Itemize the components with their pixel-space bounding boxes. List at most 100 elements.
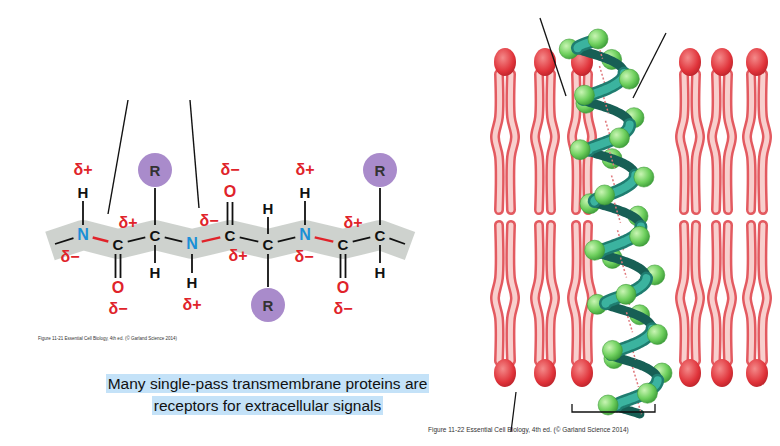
lipid-tail (550, 225, 555, 361)
side-chain (609, 128, 629, 148)
atom-symbol: C (338, 237, 349, 252)
lipid-bilayer (494, 48, 768, 387)
partial-charge: δ+ (182, 297, 201, 313)
bracket (572, 404, 655, 412)
side-chain (588, 29, 608, 49)
partial-charge: δ+ (118, 215, 137, 231)
hydrogen-bond (627, 312, 633, 332)
atom-symbol: C (225, 228, 236, 243)
partial-charge: δ+ (343, 215, 362, 231)
lipid-head (711, 48, 733, 76)
side-chain (634, 167, 654, 187)
lipid-tail (695, 74, 700, 210)
lipid-tail (762, 74, 767, 210)
bond (278, 237, 296, 241)
atom-symbol: C (113, 237, 124, 252)
partial-charge: δ− (333, 301, 352, 317)
lipid-tail (680, 74, 685, 210)
side-chain (595, 185, 615, 205)
lipid-tail (535, 74, 540, 210)
leader-line (633, 33, 666, 98)
atom-symbol: H (187, 275, 198, 290)
double-bond (120, 254, 122, 278)
double-bond (340, 254, 342, 278)
bond (379, 245, 381, 263)
side-chain (619, 69, 639, 89)
atom-symbol: N (299, 227, 311, 243)
bond (353, 237, 371, 241)
partial-charge: δ− (294, 249, 313, 265)
lipid-tail (680, 225, 685, 361)
atom-symbol: H (263, 201, 274, 216)
bond (154, 188, 156, 225)
lipid-tail (510, 225, 515, 361)
lipid-tail (762, 74, 767, 210)
r-group-circle: R (251, 288, 285, 322)
bond (191, 254, 193, 273)
lipid-tail (762, 225, 767, 361)
atom-symbol: O (337, 280, 349, 296)
helix-ribbon (617, 380, 658, 406)
atom-symbol: H (150, 265, 161, 280)
partial-charge: δ+ (73, 162, 92, 178)
bond (202, 237, 221, 241)
atom-symbol: N (77, 227, 89, 243)
lipid-tail (712, 225, 717, 361)
lipid-tail (550, 74, 555, 210)
lipid-tail (727, 74, 732, 210)
partial-charge: δ− (108, 301, 127, 317)
side-chain (602, 340, 622, 360)
partial-charge: δ+ (295, 162, 314, 178)
lipid-head (746, 48, 768, 76)
leader-line (540, 18, 566, 96)
bond (267, 254, 269, 287)
lipid-tail (680, 74, 685, 210)
bond (379, 188, 381, 225)
r-group-label: R (375, 163, 386, 178)
partial-charge: δ− (199, 213, 218, 229)
lipid-head (494, 48, 516, 76)
helix-ribbon (617, 380, 658, 406)
double-bond (227, 202, 229, 225)
lipid-tail (695, 74, 700, 210)
r-group-circle: R (138, 153, 172, 187)
lipid-head (534, 359, 556, 387)
lipid-head (679, 48, 701, 76)
double-bond (232, 202, 234, 225)
bond (389, 238, 405, 244)
lipid-head (746, 359, 768, 387)
atom-symbol: H (300, 185, 311, 200)
double-bond (345, 254, 347, 278)
lipid-tail (550, 225, 555, 361)
bond (315, 237, 334, 241)
bond (55, 238, 73, 244)
hydrogen-bond (621, 258, 627, 278)
lipid-tail (747, 74, 752, 210)
r-group-label: R (150, 163, 161, 178)
lipid-tail (695, 225, 700, 361)
partial-charge: δ− (60, 249, 79, 265)
lipid-tail (747, 225, 752, 361)
side-chain (574, 85, 594, 105)
lipid-tail (747, 225, 752, 361)
side-chain (647, 324, 667, 344)
helix-ribbon (594, 202, 640, 227)
lipid-tail (762, 225, 767, 361)
lipid-tail (695, 225, 700, 361)
side-chain (630, 226, 650, 246)
leader-line (190, 100, 199, 208)
highlight-note: Many single-pass transmembrane proteins … (95, 373, 440, 417)
bond (128, 237, 146, 241)
lipid-tail (495, 225, 500, 361)
atom-symbol: O (112, 280, 124, 296)
side-chain (637, 383, 657, 403)
lipid-head (534, 48, 556, 76)
hydrogen-bond (633, 367, 639, 387)
lipid-tail (495, 74, 500, 210)
side-chain (616, 284, 636, 304)
leader-line (108, 100, 128, 214)
lipid-head (679, 359, 701, 387)
bond (154, 245, 156, 263)
lipid-tail (535, 225, 540, 361)
lipid-tail (550, 74, 555, 210)
